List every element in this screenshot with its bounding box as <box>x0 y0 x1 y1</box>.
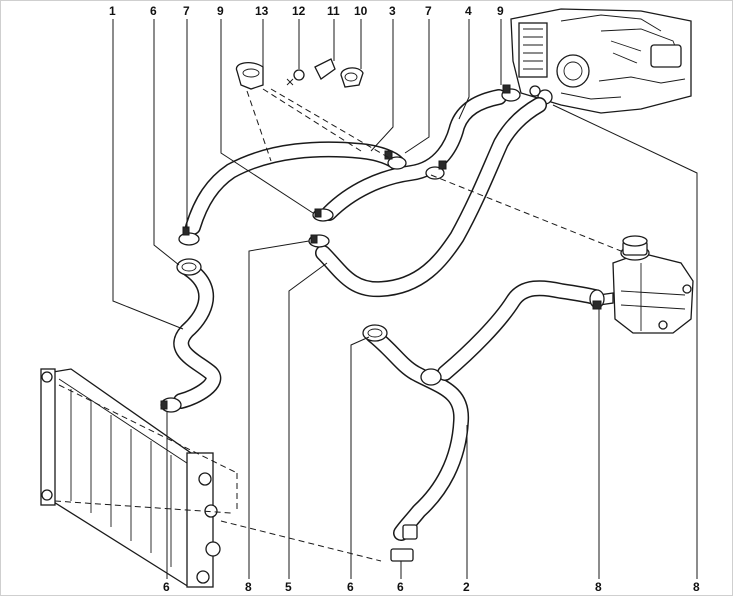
upper-radiator-hose <box>173 261 222 409</box>
callout-4: 4 <box>465 4 472 18</box>
callout-12: 12 <box>292 4 306 18</box>
callout-6-bottom-left: 6 <box>163 580 170 594</box>
radiator <box>40 368 238 588</box>
assembly-guides <box>220 88 622 562</box>
engine-block <box>510 8 692 114</box>
callout-10: 10 <box>354 4 368 18</box>
callout-7-right: 7 <box>425 4 432 18</box>
callout-11: 11 <box>327 4 340 18</box>
callout-8-bottom-right: 8 <box>693 580 700 594</box>
callout-9: 9 <box>217 4 224 18</box>
callout-1: 1 <box>109 4 116 18</box>
callout-7: 7 <box>183 4 190 18</box>
callout-6-bottom-mid: 6 <box>347 580 354 594</box>
callout-2: 2 <box>463 580 470 594</box>
callout-8-bottom-left: 8 <box>245 580 252 594</box>
callout-numbers: 1 6 7 9 13 12 11 10 3 7 4 9 6 8 5 6 6 2 … <box>109 4 700 594</box>
expansion-tank-hose <box>437 280 603 381</box>
callout-5: 5 <box>285 580 292 594</box>
callout-13: 13 <box>255 4 269 18</box>
callout-6: 6 <box>150 4 157 18</box>
callout-3: 3 <box>389 4 396 18</box>
callout-6-bottom-clamp: 6 <box>397 580 404 594</box>
leader-lines <box>112 19 698 579</box>
expansion-tank <box>598 235 694 334</box>
heater-hose-engine <box>321 89 507 221</box>
callout-8-bottom-tank: 8 <box>595 580 602 594</box>
heater-hose-lower <box>315 97 547 298</box>
callout-9-right: 9 <box>497 4 504 18</box>
heater-hose-upper <box>185 141 405 235</box>
hose-clamps <box>160 58 605 562</box>
lower-radiator-hose <box>365 327 470 541</box>
